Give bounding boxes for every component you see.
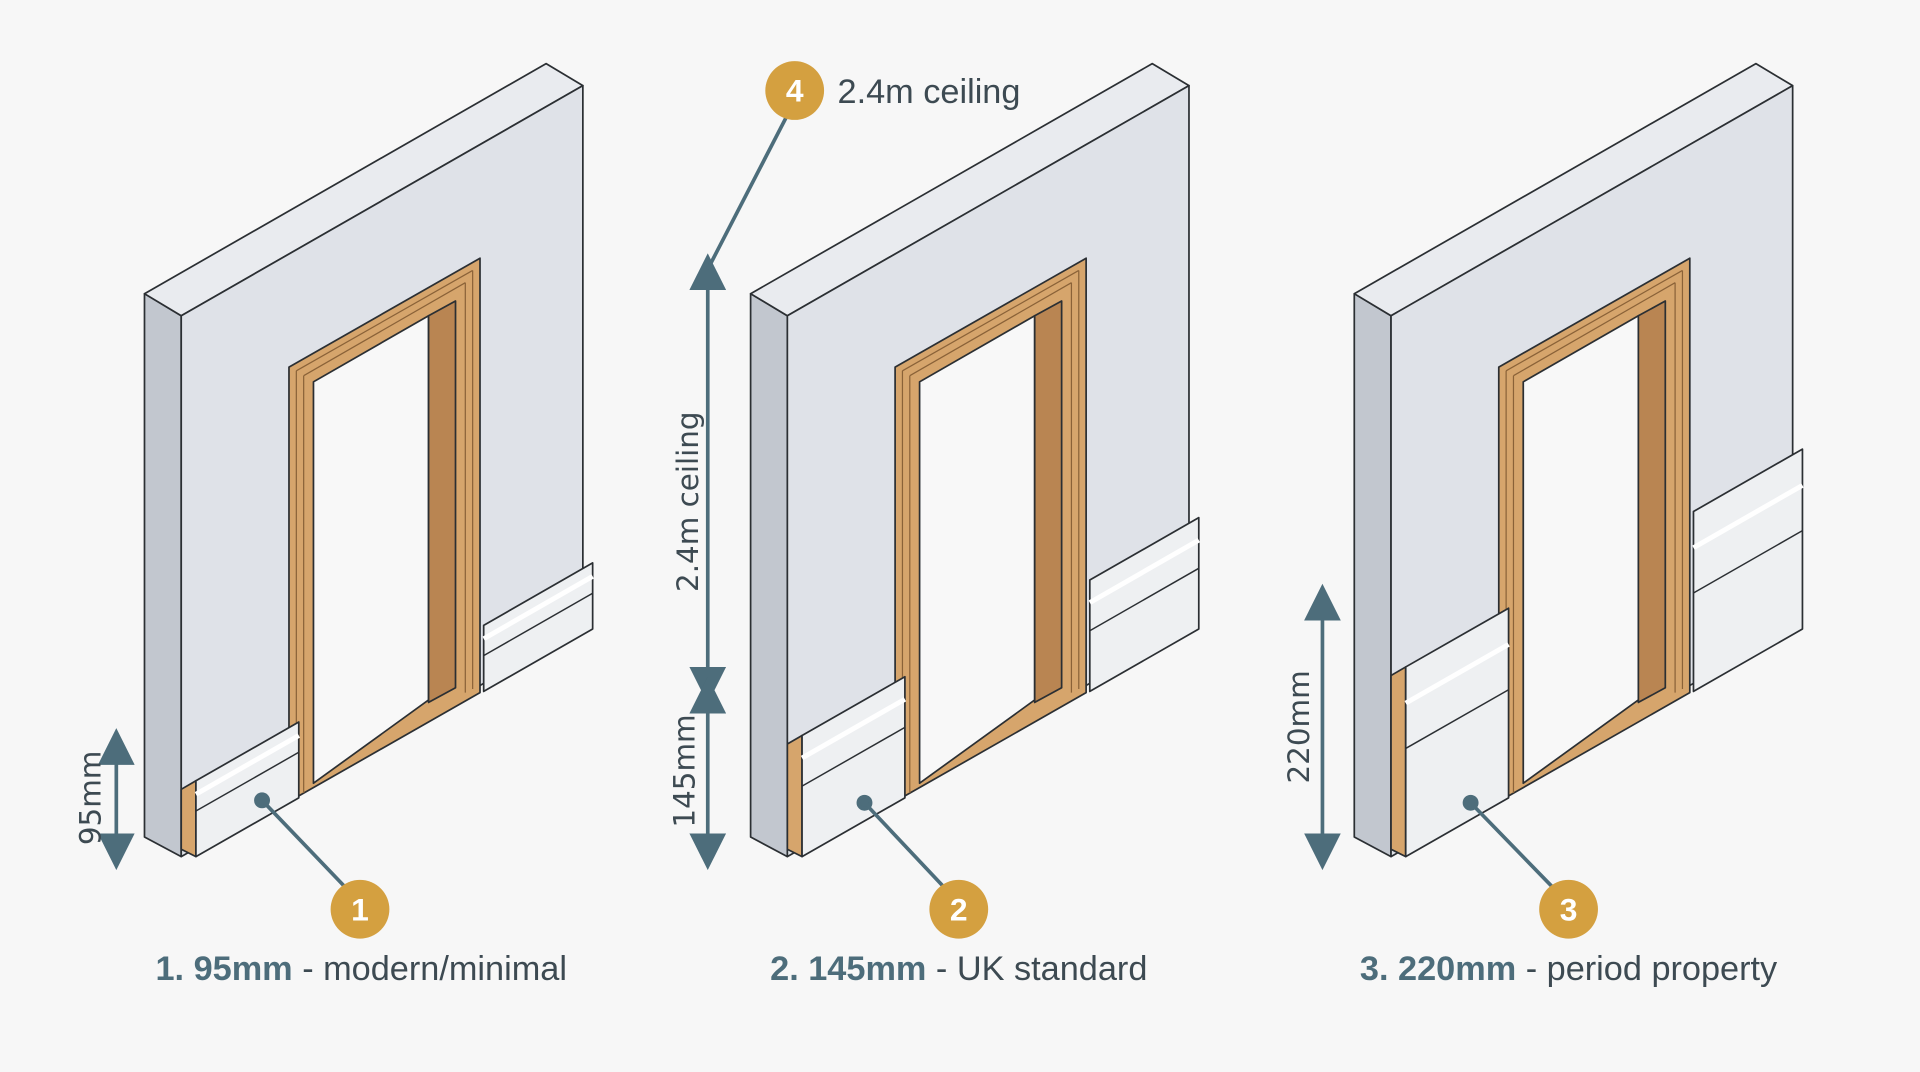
dimension-label-220mm: 220mm bbox=[1282, 670, 1316, 783]
skirting-highlight bbox=[1404, 642, 1510, 706]
skirting-highlight bbox=[800, 697, 907, 761]
frame-moulding-line bbox=[909, 282, 1072, 377]
door-opening bbox=[312, 314, 430, 785]
marker-1: 1 bbox=[330, 879, 390, 939]
caption-3-size: 3. 220mm bbox=[1360, 950, 1516, 988]
skirting-profile-line bbox=[801, 726, 906, 787]
skirting-board-left bbox=[801, 675, 906, 858]
wall-2 bbox=[749, 62, 1200, 858]
skirting-highlight bbox=[194, 733, 300, 797]
caption-1-size: 1. 95mm bbox=[155, 950, 292, 988]
wall-side-face bbox=[1353, 292, 1392, 858]
skirting-profile-line bbox=[1089, 567, 1200, 632]
leader-dot-1 bbox=[254, 792, 270, 809]
marker-2-number: 2 bbox=[950, 891, 968, 927]
caption-3: 3. 220mm - period property bbox=[1360, 950, 1778, 988]
dimension-label-145mm: 145mm bbox=[667, 714, 701, 827]
wall-side-face bbox=[143, 292, 183, 858]
marker-4-number: 4 bbox=[786, 73, 804, 109]
marker-2: 2 bbox=[929, 879, 989, 939]
caption-2: 2. 145mm - UK standard bbox=[770, 950, 1147, 988]
marker-4-label: 2.4m ceiling bbox=[838, 73, 1021, 111]
caption-1: 1. 95mm - modern/minimal bbox=[155, 950, 566, 988]
wall-side-face bbox=[749, 292, 789, 858]
frame-moulding-line bbox=[1513, 282, 1676, 377]
leader-line-2 bbox=[863, 801, 946, 889]
marker-4: 4 2.4m ceiling bbox=[765, 61, 1020, 120]
leader-line-4 bbox=[706, 116, 788, 271]
caption-1-description: - modern/minimal bbox=[293, 950, 567, 988]
skirting-end-grain bbox=[180, 779, 197, 858]
caption-3-description: - period property bbox=[1516, 950, 1778, 988]
skirting-board-left bbox=[1404, 607, 1510, 858]
leader-dot-3 bbox=[1462, 794, 1479, 811]
caption-2-description: - UK standard bbox=[926, 950, 1147, 988]
skirting-end-grain bbox=[786, 734, 803, 858]
wall-3 bbox=[1353, 62, 1804, 858]
leader-line-3 bbox=[1469, 801, 1554, 889]
leader-line-1 bbox=[260, 799, 347, 889]
door-jamb bbox=[1033, 300, 1063, 704]
door-jamb bbox=[1637, 300, 1667, 704]
skirting-profile-line bbox=[195, 751, 300, 812]
skirting-profile-line bbox=[1693, 529, 1803, 594]
marker-1-number: 1 bbox=[351, 891, 369, 927]
caption-2-size: 2. 145mm bbox=[770, 950, 926, 988]
skirting-board-right bbox=[1088, 516, 1200, 693]
leader-dot-2 bbox=[856, 794, 873, 811]
skirting-board-right bbox=[1692, 448, 1804, 693]
skirting-board-right bbox=[482, 562, 594, 693]
skirting-board-left bbox=[195, 721, 300, 858]
skirting-highlight bbox=[1088, 538, 1200, 605]
skirting-profile-line bbox=[483, 592, 594, 657]
skirting-profile-line bbox=[1405, 689, 1509, 750]
wall-1 bbox=[143, 62, 594, 858]
frame-moulding-line bbox=[296, 269, 473, 372]
frame-moulding-line bbox=[1505, 269, 1683, 372]
dimension-label-95mm: 95mm bbox=[73, 751, 107, 846]
marker-3: 3 bbox=[1539, 879, 1598, 939]
door-jamb bbox=[427, 300, 457, 704]
walls bbox=[143, 62, 1804, 858]
dimension-label-ceiling: 2.4m ceiling bbox=[671, 411, 705, 591]
marker-3-number: 3 bbox=[1560, 891, 1578, 927]
door-opening bbox=[918, 314, 1036, 785]
skirting-highlight bbox=[1692, 483, 1804, 550]
door-opening bbox=[1522, 314, 1640, 785]
frame-moulding-line bbox=[303, 282, 466, 377]
skirting-highlight bbox=[482, 574, 594, 641]
frame-moulding-line bbox=[902, 269, 1080, 372]
skirting-end-grain bbox=[1390, 666, 1407, 858]
